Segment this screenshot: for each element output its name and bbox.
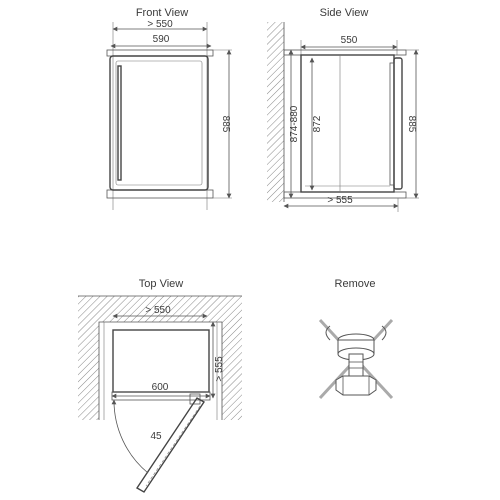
top-angle-label: 45: [150, 431, 162, 442]
side-depth-dim-label: 550: [341, 35, 358, 46]
top-door-open-inner: [145, 405, 201, 487]
top-view: Top View > 550 600 > 555 45: [78, 278, 242, 493]
side-door-gasket: [389, 62, 395, 186]
front-top-panel: [106, 49, 214, 57]
side-niche-height-dim-label: 874-880: [289, 105, 300, 142]
top-wall-hatch: [78, 296, 242, 420]
side-wall-hatch: [267, 22, 284, 202]
top-opening-dim-label: > 550: [145, 305, 171, 316]
top-depth-dim-label: > 555: [214, 356, 225, 382]
front-width-dim-label: 590: [153, 34, 170, 45]
front-view-title: Front View: [136, 7, 188, 19]
remove-title: Remove: [335, 278, 376, 290]
front-door-handle: [117, 65, 122, 181]
front-opening-dim-label: > 550: [147, 19, 173, 30]
front-height-dim-label: 885: [220, 116, 231, 133]
side-niche-depth-dim-label: > 555: [327, 195, 353, 206]
top-door-open: [136, 397, 205, 493]
front-appliance-door: [109, 55, 209, 191]
front-bottom-panel: [106, 189, 214, 199]
top-view-title: Top View: [139, 278, 183, 290]
side-top-panel: [283, 49, 407, 56]
top-wall-outline: [78, 295, 242, 420]
leveling-foot-icon: [325, 325, 387, 396]
front-view: Front View > 550 590 885: [106, 7, 232, 210]
side-view-title: Side View: [320, 7, 369, 19]
side-door: [393, 57, 403, 190]
remove-view: Remove: [318, 278, 394, 400]
top-angle-arc: [111, 399, 149, 474]
side-total-height-dim-label: 885: [406, 116, 417, 133]
front-door-glass: [115, 60, 203, 186]
side-view: Side View 550 874-880 872 885 > 555: [267, 7, 419, 212]
side-body-height-dim-label: 872: [312, 115, 323, 132]
top-width-dim-label: 600: [152, 382, 169, 393]
